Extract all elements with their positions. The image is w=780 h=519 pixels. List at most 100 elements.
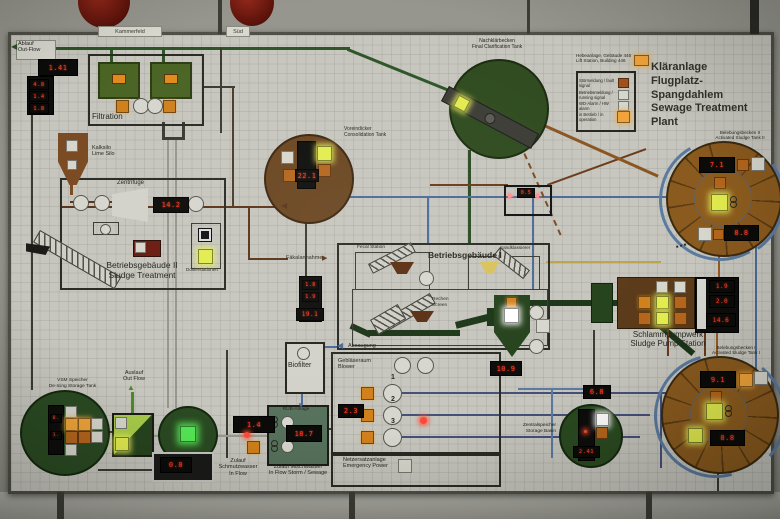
inflow-display: 1.4 [233, 416, 275, 433]
ast2-lamp [751, 157, 765, 171]
intake-arrow-icon: ▶ [322, 255, 328, 262]
wall-seam [57, 492, 64, 519]
pump-lamp [674, 281, 686, 293]
pipe-sludge [248, 207, 250, 259]
blower-display: 2.3 [338, 404, 364, 418]
fecal-intake-label: Fäkalannahme [286, 255, 323, 261]
ast1-display: 8.8 [710, 430, 745, 446]
filtration-label: Filtration [92, 112, 123, 121]
outflow-arrow-icon: ◀ [11, 42, 18, 51]
pipe [220, 48, 222, 133]
blower-fan [417, 357, 434, 374]
wall-seam [646, 492, 652, 519]
pipe [232, 87, 234, 207]
vsm-lamp [65, 418, 78, 431]
emergency-power-lamp [398, 459, 412, 473]
meter-readout: 1.8 [302, 280, 319, 290]
pump-lamp [656, 281, 668, 293]
legend-row-label: in Betrieb / in operation [579, 112, 604, 122]
board-title: Kläranlage Flugplatz-Spangdahlem Sewage … [651, 61, 748, 128]
ast1-lamp [739, 373, 753, 387]
centrifuge-display: 14.2 [153, 197, 189, 213]
storage-level-display: 2.41 [573, 446, 600, 458]
blower-unit-number: 2 [391, 396, 395, 403]
storage-lamp [596, 413, 609, 426]
zentrifuge-label: Zentrifuge [117, 180, 145, 186]
blower-lamp [361, 431, 374, 444]
ast2-lamp [698, 227, 712, 241]
pump-lamp [674, 312, 687, 325]
dosing-lamp [198, 249, 213, 264]
ast1-lamp [688, 428, 703, 443]
vsm-lamp [65, 431, 78, 444]
air-arrow-icon: ◀ [337, 341, 344, 350]
pump-lamp [638, 312, 651, 325]
valve-symbol [724, 405, 732, 417]
dosing-lamp [198, 228, 212, 242]
ast2-lamp [714, 177, 726, 189]
meter-strip [697, 279, 706, 329]
pipe [305, 218, 307, 278]
blower-fan [394, 357, 411, 374]
blower-unit-number: 3 [391, 418, 395, 425]
ast1-lamp [710, 391, 722, 403]
wall-seam [527, 0, 530, 34]
pump [94, 195, 110, 211]
blower-lamp [361, 387, 374, 400]
ast1-lamp [706, 403, 723, 420]
outfall-lamp [115, 437, 129, 451]
wall-seam [218, 0, 222, 34]
pipe [203, 86, 235, 88]
dosing-label: Dosierstationen [186, 267, 218, 272]
pipe [593, 330, 595, 386]
pipe-sand [546, 261, 661, 263]
gauge-mark [584, 430, 587, 433]
wall-bottom [0, 492, 780, 519]
pump-display: 14.6 [706, 313, 736, 327]
suction-label: Absaugung [348, 343, 376, 349]
meter-readout: 1.8 [29, 103, 49, 114]
vsm-mark: 1. [50, 431, 62, 440]
pipe-sludge [248, 258, 288, 260]
storm-overflow-display: 18.7 [286, 425, 322, 442]
pump [529, 305, 544, 320]
wall-seam [750, 0, 759, 34]
wall-tag-sued: Süd [226, 26, 250, 37]
valve-symbol [270, 440, 278, 452]
line-alarm [420, 417, 427, 424]
sludge-arrow-icon: ◀ [281, 201, 288, 210]
vsm-lamp [78, 418, 91, 431]
grit-display: 10.9 [490, 361, 522, 376]
inflow-alarm [244, 432, 250, 438]
fire-bell-icon [78, 0, 130, 28]
ast2-display: 7.1 [699, 157, 735, 173]
vsm-lamp [65, 444, 77, 456]
lamp [536, 319, 550, 333]
consolidation-lamp [318, 164, 331, 177]
silo-lamp [66, 140, 78, 152]
pump-display: 2.0 [709, 295, 735, 308]
biofilter-fan [297, 347, 310, 360]
vsm-mark: 8. [50, 414, 62, 423]
flow-meter-display: 0.5 [517, 188, 535, 198]
vsm-lamp [91, 418, 103, 430]
wall-seam [349, 492, 355, 519]
lift-station-lamp [634, 55, 649, 66]
meter-readout: 1.9 [302, 292, 319, 302]
ast2-display: 8.8 [724, 225, 759, 241]
legend-row-label: Störmeldung / fault signal [579, 78, 615, 88]
filtration-lamp [163, 100, 176, 113]
ast2-lamp [737, 159, 749, 171]
